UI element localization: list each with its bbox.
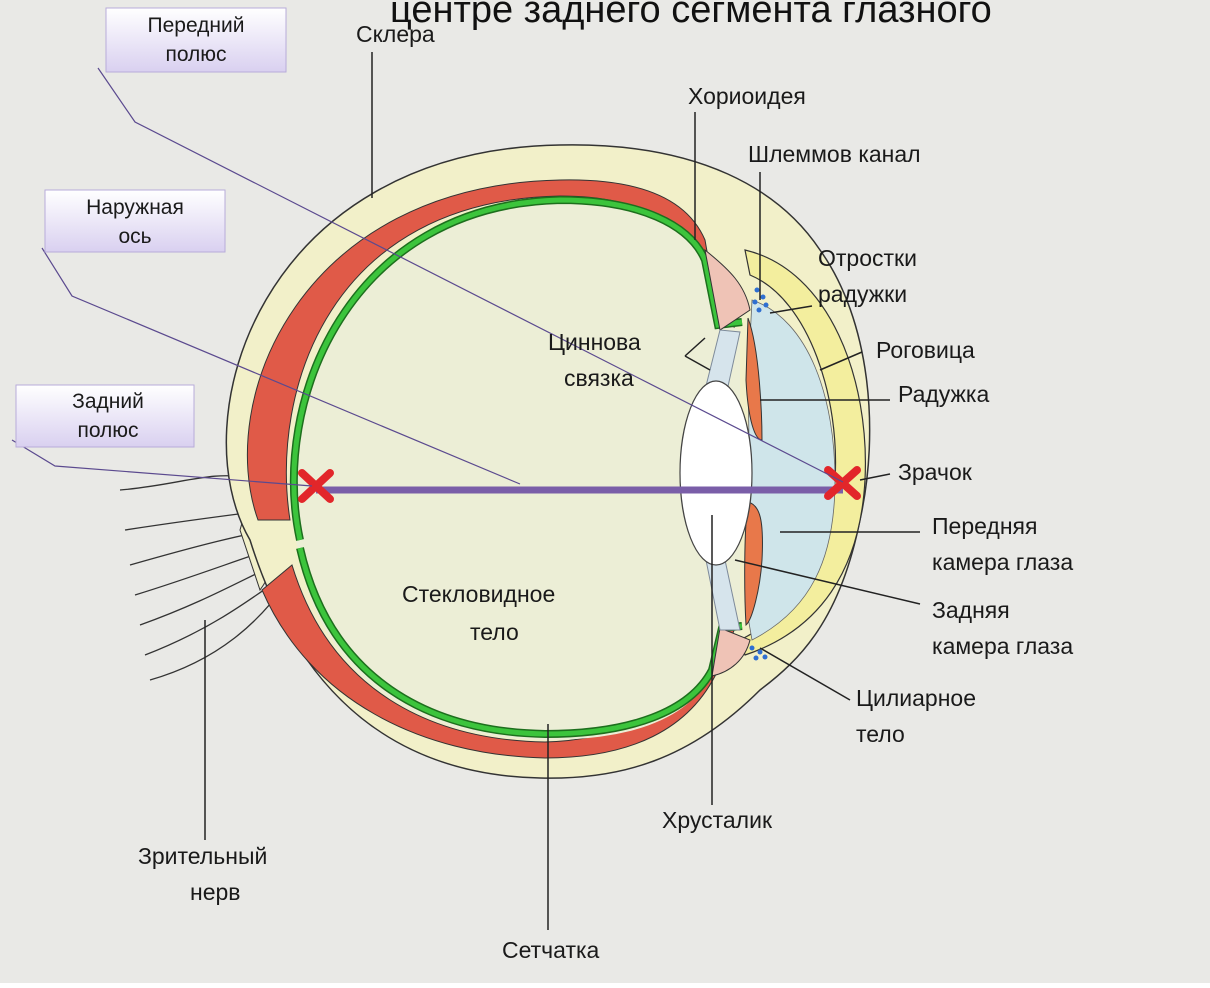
- label-ciliary-1: Цилиарное: [856, 685, 976, 711]
- label-optic-nerve-1: Зрительный: [138, 843, 267, 869]
- label-anterior-chamber-1: Передняя: [932, 513, 1037, 539]
- label-vitreous-1: Стекловидное: [402, 581, 555, 607]
- outer-axis-line2: ось: [118, 225, 151, 248]
- slide-title: центре заднего сегмента глазного: [390, 0, 992, 31]
- label-iris-processes-2: радужки: [818, 281, 907, 307]
- outer-axis-callout: Наружная ось: [45, 190, 225, 252]
- label-iris-processes-1: Отростки: [818, 245, 917, 271]
- label-lens: Хрусталик: [662, 807, 773, 833]
- label-zinn-2: связка: [564, 365, 634, 391]
- label-ciliary-2: тело: [856, 721, 905, 747]
- posterior-pole-line1: Задний: [72, 390, 144, 413]
- lens: [680, 381, 752, 565]
- label-pupil: Зрачок: [898, 459, 973, 485]
- anterior-pole-callout: Передний полюс: [106, 8, 286, 72]
- label-vitreous-2: тело: [470, 619, 519, 645]
- label-optic-nerve-2: нерв: [190, 879, 241, 905]
- label-anterior-chamber-2: камера глаза: [932, 549, 1073, 575]
- anterior-pole-line2: полюс: [165, 43, 226, 66]
- anterior-pole-line1: Передний: [148, 14, 245, 37]
- label-schlemm-canal: Шлеммов канал: [748, 141, 921, 167]
- label-retina: Сетчатка: [502, 937, 600, 963]
- posterior-pole-callout: Задний полюс: [16, 385, 194, 447]
- label-iris: Радужка: [898, 381, 990, 407]
- posterior-pole-line2: полюс: [77, 419, 138, 442]
- label-cornea: Роговица: [876, 337, 975, 363]
- outer-axis-line1: Наружная: [86, 196, 184, 219]
- label-sclera: Склера: [356, 21, 435, 47]
- label-zinn-1: Циннова: [548, 329, 641, 355]
- label-choroid: Хориоидея: [688, 83, 806, 109]
- label-posterior-chamber-1: Задняя: [932, 597, 1010, 623]
- label-posterior-chamber-2: камера глаза: [932, 633, 1073, 659]
